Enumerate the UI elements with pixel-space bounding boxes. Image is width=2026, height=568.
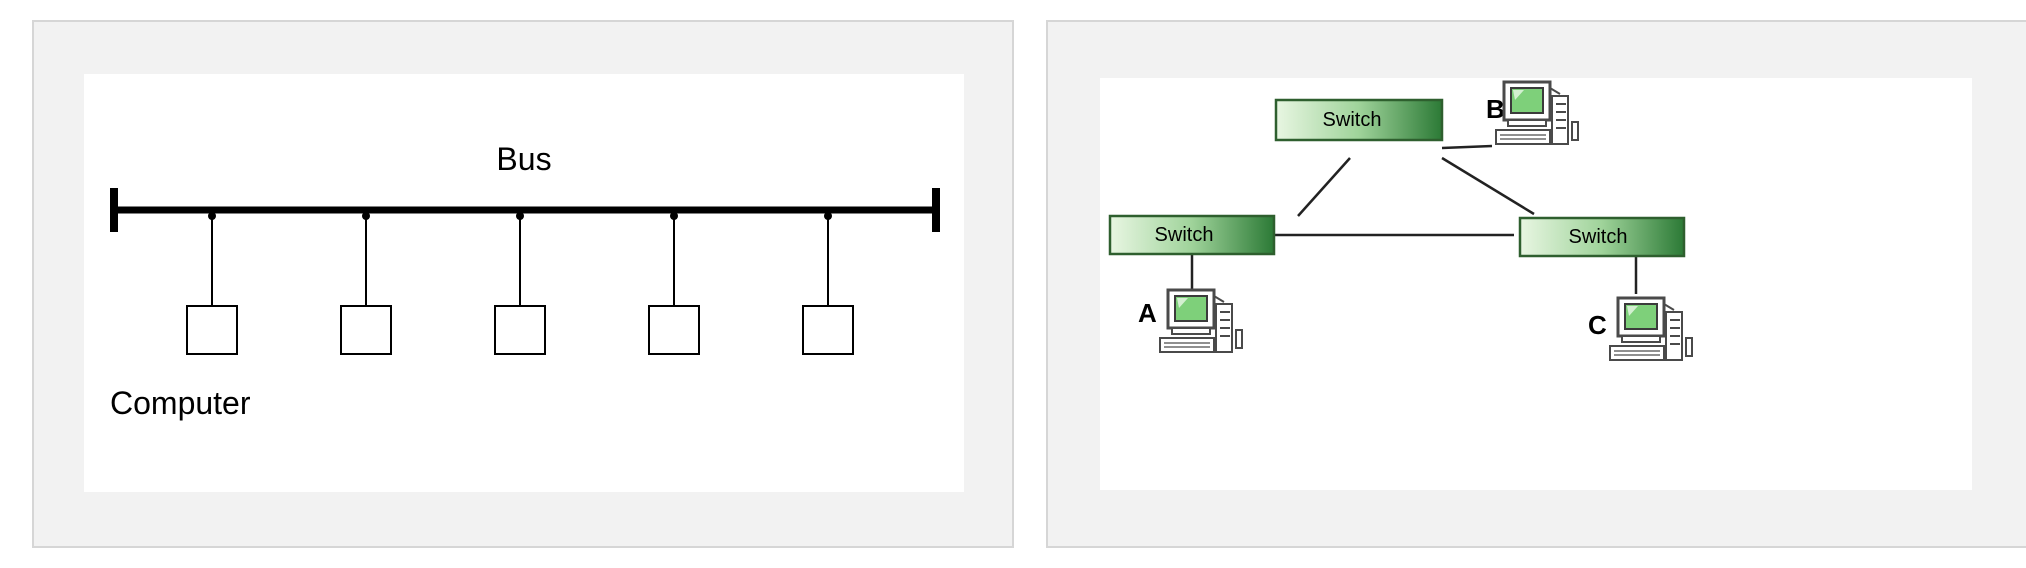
computer-box	[802, 305, 854, 355]
switch-right-label: Switch	[1569, 226, 1628, 248]
computer-c-label: C	[1588, 310, 1607, 340]
switch-top: Switch	[1274, 98, 1444, 142]
switch-top-label: Switch	[1323, 109, 1382, 131]
computer-box	[648, 305, 700, 355]
computer-b: B	[1486, 80, 1580, 146]
bus-node-4	[648, 212, 700, 355]
computer-box	[186, 305, 238, 355]
switched-network-diagram: Switch Switch Switch B A	[1108, 80, 1694, 362]
link-top-left	[1297, 157, 1351, 217]
link-top-right	[1441, 156, 1535, 216]
link-top-b	[1441, 144, 1493, 150]
computer-box	[494, 305, 546, 355]
bus-label: Bus	[496, 141, 551, 177]
bus-node-5	[802, 212, 854, 355]
bus-node-1	[186, 212, 238, 355]
bus-node-2	[340, 212, 392, 355]
switch-left: Switch	[1108, 214, 1276, 256]
switched-network-canvas: Switch Switch Switch B A	[1100, 78, 1972, 490]
computer-b-label: B	[1486, 94, 1505, 124]
computer-label: Computer	[110, 385, 251, 421]
switch-left-label: Switch	[1155, 224, 1214, 246]
computer-a: A	[1138, 288, 1244, 354]
switch-right: Switch	[1518, 216, 1686, 258]
bus-topology-diagram: Bus	[110, 141, 940, 421]
computer-a-label: A	[1138, 298, 1157, 328]
computer-c: C	[1588, 296, 1694, 362]
bus-topology-canvas: Bus	[84, 74, 964, 492]
computer-box	[340, 305, 392, 355]
bus-node-3	[494, 212, 546, 355]
